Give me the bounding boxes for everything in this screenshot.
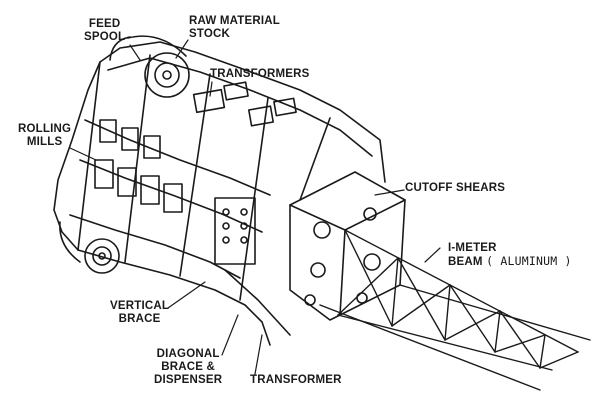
rolling-mills xyxy=(94,119,183,213)
label-i-meter-beam: I-METER BEAM ( ALUMINUM ) xyxy=(448,242,572,269)
label-vertical-brace: VERTICAL BRACE xyxy=(110,300,169,326)
transformers-top xyxy=(192,81,297,127)
label-beam-text: BEAM xyxy=(448,256,483,268)
label-vertical-brace-line-2: BRACE xyxy=(118,313,161,325)
label-diagonal-brace-dispenser: DIAGONAL BRACE & DISPENSER xyxy=(154,348,222,387)
label-cutoff-shears: CUTOFF SHEARS xyxy=(405,182,506,194)
label-i-meter-line-1: I-METER xyxy=(448,242,497,254)
label-transformers-top: TRANSFORMERS xyxy=(210,68,310,80)
label-raw-material-line-2: STOCK xyxy=(189,28,231,40)
machine-body xyxy=(53,41,386,346)
label-vertical-brace-line-1: VERTICAL xyxy=(110,300,170,312)
label-feed-spool-line-2: SPOOL xyxy=(84,31,126,43)
lower-spool xyxy=(59,221,120,274)
label-aluminum: ( ALUMINUM ) xyxy=(486,254,572,268)
label-rolling-mills-line-2: MILLS xyxy=(26,136,63,148)
feed-spool xyxy=(109,35,190,98)
diagonal-brace-dispenser xyxy=(214,197,291,336)
label-feed-spool-line-1: FEED xyxy=(88,18,121,30)
label-rolling-mills: ROLLING MILLS xyxy=(18,123,71,149)
label-diagonal-line-2: BRACE & xyxy=(161,361,216,373)
label-feed-spool: FEED SPOOL xyxy=(84,18,125,44)
i-meter-beam-truss xyxy=(319,229,591,391)
label-diagonal-line-1: DIAGONAL xyxy=(156,348,220,360)
label-rolling-mills-line-1: ROLLING xyxy=(18,123,72,135)
leader-lines xyxy=(69,39,441,375)
label-i-meter-line-2: BEAM ( ALUMINUM ) xyxy=(448,255,572,269)
label-raw-material-stock: RAW MATERIAL STOCK xyxy=(189,15,280,41)
label-transformer-bottom: TRANSFORMER xyxy=(250,374,342,386)
label-diagonal-line-3: DISPENSER xyxy=(154,374,223,386)
cutoff-shears-housing xyxy=(289,171,406,321)
label-raw-material-line-1: RAW MATERIAL xyxy=(189,15,280,27)
